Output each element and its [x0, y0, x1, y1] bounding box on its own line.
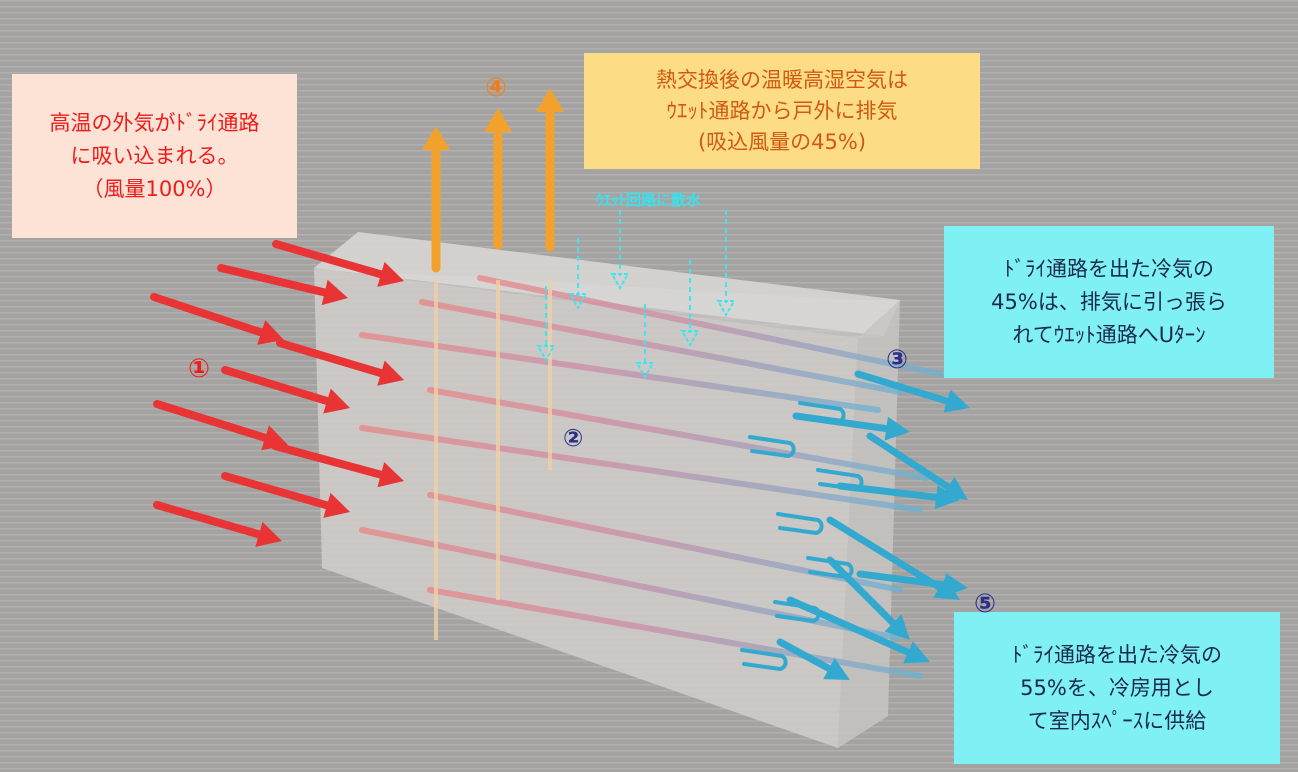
- u-turn-arrow: [816, 468, 864, 492]
- supply-note-line: 55%を、冷房用とし: [1020, 675, 1214, 700]
- exhaust-arrow: [422, 126, 450, 150]
- exhaust-note-line: (吸込風量の45%): [697, 129, 867, 154]
- intake-arrow: [217, 264, 333, 298]
- outlet-arrow: [866, 432, 955, 493]
- intake-note-line: 高温の外気がﾄﾞﾗｲ通路: [49, 110, 260, 135]
- dry-passage-line: [477, 275, 943, 377]
- spray-arrow-head: [680, 330, 700, 348]
- intake-arrow: [153, 501, 267, 540]
- dry-passage-line: [419, 299, 903, 395]
- intake-arrow: [323, 492, 350, 518]
- outlet-arrow: [856, 570, 952, 589]
- intake-arrow: [377, 261, 404, 287]
- uturn-note: ﾄﾞﾗｲ通路を出た冷気の 45%は、排気に引っ張ら れてｳｴｯﾄ通路へUﾀｰﾝ: [944, 226, 1274, 378]
- intake-arrow: [221, 472, 335, 511]
- intake-arrow: [153, 400, 273, 444]
- outlet-arrow: [854, 370, 955, 406]
- outlet-arrows: [740, 370, 970, 680]
- spray-arrow-head: [568, 293, 588, 311]
- intake-note-line: （風量100%）: [82, 176, 227, 201]
- outlet-arrow: [943, 389, 970, 413]
- outlet-arrow: [942, 573, 968, 597]
- exhaust-arrow: [484, 108, 512, 132]
- supply-note-line: て室内ｽﾍﾟｰｽに供給: [1027, 708, 1207, 733]
- outlet-arrow: [884, 614, 910, 640]
- marker-1: ①: [188, 354, 211, 384]
- marker-3: ③: [886, 345, 909, 375]
- dry-passage-line: [427, 587, 923, 679]
- spray-arrow-head: [610, 273, 630, 291]
- intake-arrows: [150, 240, 404, 547]
- intake-note: 高温の外気がﾄﾞﾗｲ通路 に吸い込まれる。 （風量100%）: [12, 74, 297, 238]
- intake-arrow: [255, 521, 282, 547]
- spray-arrow-head: [536, 345, 556, 363]
- supply-note: ﾄﾞﾗｲ通路を出た冷気の 55%を、冷房用とし て室内ｽﾍﾟｰｽに供給: [954, 612, 1280, 764]
- wet-passage-exhaust: [422, 88, 564, 640]
- marker-4: ④: [485, 73, 508, 103]
- intake-arrow: [271, 442, 389, 480]
- outlet-arrow: [884, 416, 910, 441]
- spray-arrow-head: [716, 300, 736, 318]
- spray-arrow-head: [635, 362, 655, 380]
- marker-5: ⑤: [974, 589, 997, 619]
- u-turn-arrow: [806, 556, 854, 580]
- intake-arrow: [323, 388, 350, 414]
- uturn-note-line: ﾄﾞﾗｲ通路を出た冷気の: [1004, 256, 1214, 281]
- u-turn-arrow: [740, 648, 788, 672]
- intake-note-line: に吸い込まれる。: [70, 143, 239, 168]
- spray-arrows: [536, 210, 736, 380]
- outlet-arrow: [934, 485, 960, 510]
- spray-label: ｳｴｯﾄ回路に散水: [596, 191, 702, 209]
- exhaust-note-line: 熱交換後の温暖高湿空気は: [656, 67, 908, 92]
- u-turn-arrow: [748, 435, 796, 459]
- outlet-arrow: [826, 516, 947, 594]
- outlet-arrow: [823, 658, 850, 680]
- u-turn-arrow: [798, 401, 846, 425]
- intake-arrow: [272, 240, 389, 280]
- u-turn-arrow: [773, 600, 821, 624]
- intake-arrow: [276, 339, 389, 379]
- outlet-arrow: [826, 556, 900, 630]
- marker-2: ②: [563, 424, 584, 452]
- exhaust-arrow: [536, 88, 564, 112]
- dry-passage-line: [427, 387, 929, 481]
- uturn-note-line: 45%は、排気に引っ張ら: [991, 289, 1227, 314]
- supply-note-line: ﾄﾞﾗｲ通路を出た冷気の: [1012, 642, 1222, 667]
- intake-arrow: [221, 366, 335, 407]
- u-turn-arrow: [776, 512, 824, 536]
- intake-arrow: [321, 279, 348, 306]
- outlet-arrow: [903, 641, 930, 664]
- uturn-note-line: れてｳｴｯﾄ通路へUﾀｰﾝ: [1012, 322, 1206, 347]
- exhaust-note-line: ｳｴｯﾄ通路から戸外に排気: [666, 98, 898, 123]
- intake-arrow: [377, 360, 404, 386]
- dry-passage-line: [359, 425, 923, 513]
- intake-arrow: [150, 293, 270, 338]
- outlet-arrow: [776, 638, 836, 674]
- intake-arrow: [257, 320, 284, 345]
- dry-passage-line: [359, 332, 881, 413]
- intake-arrow: [377, 462, 404, 488]
- exhaust-note: 熱交換後の温暖高湿空気は ｳｴｯﾄ通路から戸外に排気 (吸込風量の45%): [584, 53, 980, 169]
